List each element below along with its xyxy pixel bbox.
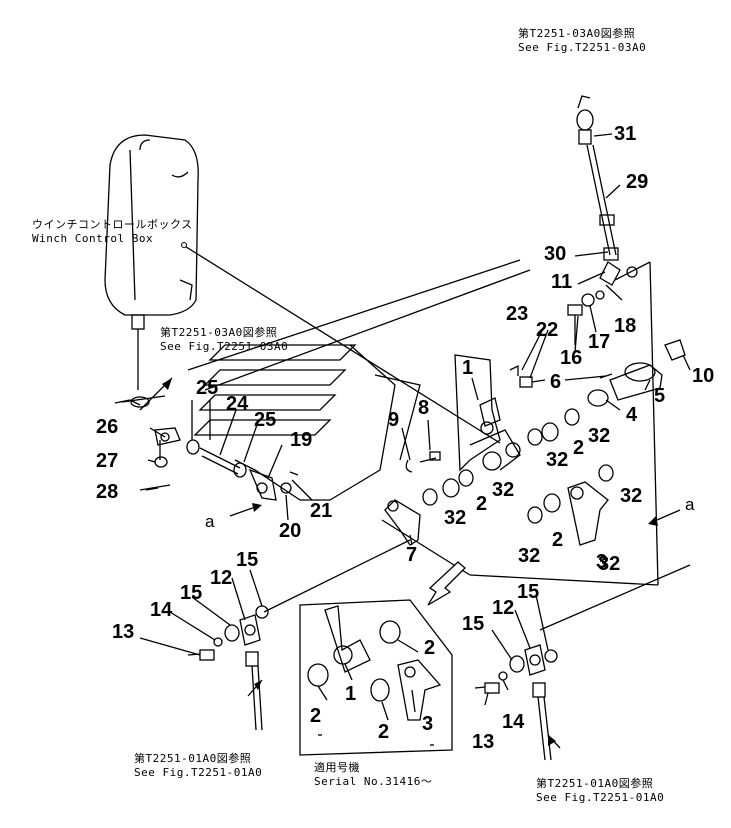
part-label: 22: [536, 319, 559, 341]
part-label: 18: [614, 315, 637, 337]
note-jp: 第T2251-03A0図参照: [160, 326, 278, 339]
part-label: 28: [96, 481, 119, 503]
part-label: 7: [406, 544, 418, 566]
note-en: Serial No.31416〜: [314, 775, 433, 788]
note-jp: 第T2251-03A0図参照: [518, 27, 636, 40]
part-label: 15: [236, 549, 259, 571]
part-label: 19: [290, 429, 313, 451]
part-label: 2: [476, 493, 488, 515]
part-label: 15: [462, 613, 485, 635]
part-label: 32: [444, 507, 467, 529]
note-jp: 適用号機: [314, 761, 360, 774]
part-label: 12: [210, 567, 233, 589]
serial-note: 適用号機 Serial No.31416〜: [314, 761, 432, 789]
part-label: 5: [654, 385, 666, 407]
part-label: 2: [378, 721, 390, 743]
part-label: 3: [596, 551, 608, 573]
part-label: 15: [517, 581, 540, 603]
part-label: 29: [626, 171, 649, 193]
part-label: 2: [424, 637, 436, 659]
part-label: 25: [254, 409, 277, 431]
note-en: See Fig.T2251-03A0: [518, 41, 647, 54]
part-label: 32: [588, 425, 611, 447]
part-label: 20: [279, 520, 302, 542]
part-label: 27: [96, 450, 119, 472]
bottom-right-reference-note: 第T2251-01A0図参照 See Fig.T2251-01A0: [536, 777, 664, 805]
part-label: 25: [196, 377, 219, 399]
part-label: 3: [422, 713, 434, 735]
part-label: 8: [418, 397, 430, 419]
note-en: See Fig.T2251-01A0: [536, 791, 665, 804]
control-box-label: ウインチコントロールボックス Winch Control Box: [32, 218, 193, 246]
part-label: 9: [388, 409, 400, 431]
part-label: 2: [552, 529, 564, 551]
arrow-label-a-right: a: [685, 495, 695, 514]
note-jp: 第T2251-01A0図参照: [536, 777, 654, 790]
part-label: 30: [544, 243, 567, 265]
part-label: 13: [472, 731, 495, 753]
part-label: 11: [551, 271, 573, 293]
winch-control-box: [104, 134, 199, 390]
part-label: 10: [692, 365, 715, 387]
note-jp: 第T2251-01A0図参照: [134, 752, 252, 765]
part-label: 32: [492, 479, 515, 501]
part-label: 6: [550, 371, 562, 393]
part-label: 13: [112, 621, 135, 643]
part-label: 4: [626, 404, 638, 426]
part-label: 24: [226, 393, 249, 415]
note-en: See Fig.T2251-01A0: [134, 766, 263, 779]
part-label: 17: [588, 331, 611, 353]
part-label: 23: [506, 303, 529, 325]
left-reference-note: 第T2251-03A0図参照 See Fig.T2251-03A0: [160, 326, 288, 354]
bottom-left-reference-note: 第T2251-01A0図参照 See Fig.T2251-01A0: [134, 752, 262, 780]
part-label: 32: [546, 449, 569, 471]
part-label: 1: [462, 357, 474, 379]
arrow-label-a-left: a: [205, 512, 215, 531]
part-label: 32: [598, 553, 621, 575]
note-jp: ウインチコントロールボックス: [32, 218, 193, 231]
rod-18-line: [649, 261, 659, 586]
part-label: 12: [492, 597, 515, 619]
part-label: 32: [518, 545, 541, 567]
part-label: 14: [502, 711, 525, 733]
top-reference-note: 第T2251-03A0図参照 See Fig.T2251-03A0: [518, 27, 646, 55]
part-label: 21: [310, 500, 333, 522]
note-en: See Fig.T2251-03A0: [160, 340, 289, 353]
part-label: 1: [345, 683, 357, 705]
part-label: 15: [180, 582, 203, 604]
part-label: 26: [96, 416, 119, 438]
part-label: 32: [620, 485, 643, 507]
part-label: 14: [150, 599, 173, 621]
part-label: 16: [560, 347, 583, 369]
part-label: 2: [310, 705, 322, 727]
note-en: Winch Control Box: [32, 232, 154, 245]
part-label: 31: [614, 123, 637, 145]
part-label: 2: [573, 437, 585, 459]
inset-arrow: [427, 561, 466, 606]
